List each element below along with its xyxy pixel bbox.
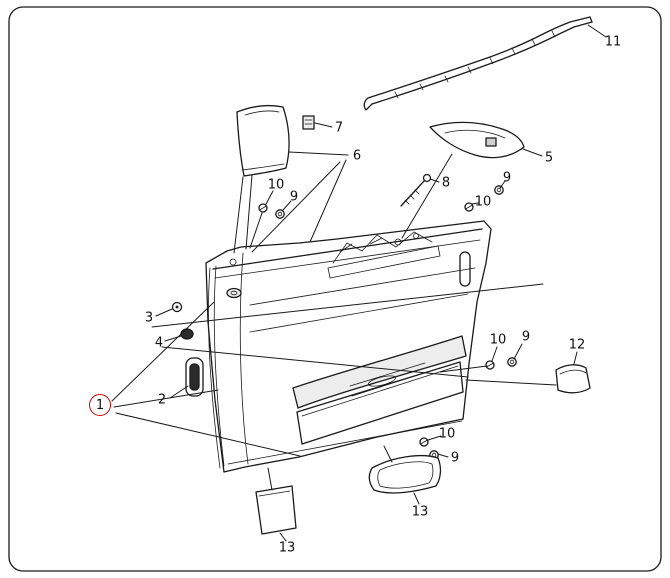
callout-part-13: 13: [278, 540, 296, 556]
callout-part-9: 9: [502, 170, 512, 186]
callout-part-10: 10: [474, 194, 492, 210]
bracket-2: [185, 357, 204, 397]
pillar-trim-6: [236, 105, 290, 177]
callout-part-9: 9: [450, 450, 460, 466]
bolt-8: [400, 173, 432, 207]
callout-part-4: 4: [154, 335, 164, 351]
grommet-3: [171, 301, 183, 313]
callout-part-5: 5: [544, 150, 554, 166]
callout-part-10: 10: [438, 426, 456, 442]
callout-part-9: 9: [521, 329, 531, 345]
frame-border: [8, 6, 662, 572]
callout-part-8: 8: [441, 175, 451, 191]
door-trim-panel: [205, 220, 492, 473]
callout-part-3: 3: [144, 310, 154, 326]
weatherstrip-trim-11: [363, 16, 593, 111]
callout-part-12: 12: [568, 337, 586, 353]
retainer-clip-4: [180, 328, 194, 340]
callout-part-11: 11: [604, 34, 622, 50]
leader-lines: [111, 24, 607, 542]
callout-part-10: 10: [267, 177, 285, 193]
callout-part-13: 13: [411, 504, 429, 520]
callout-part-1-highlighted: 1: [89, 394, 111, 416]
callout-part-6: 6: [352, 148, 362, 164]
corner-trim-5: [429, 121, 525, 159]
callout-part-10: 10: [489, 332, 507, 348]
fastener-screws-and-nuts: [258, 185, 517, 460]
callout-part-9: 9: [289, 189, 299, 205]
callout-part-2: 2: [157, 392, 167, 408]
pull-handle-13: [368, 455, 442, 494]
clip-7: [302, 115, 315, 130]
callout-part-7: 7: [334, 120, 344, 136]
trim-cap-12: [555, 364, 591, 394]
trim-plate-13: [255, 485, 297, 535]
